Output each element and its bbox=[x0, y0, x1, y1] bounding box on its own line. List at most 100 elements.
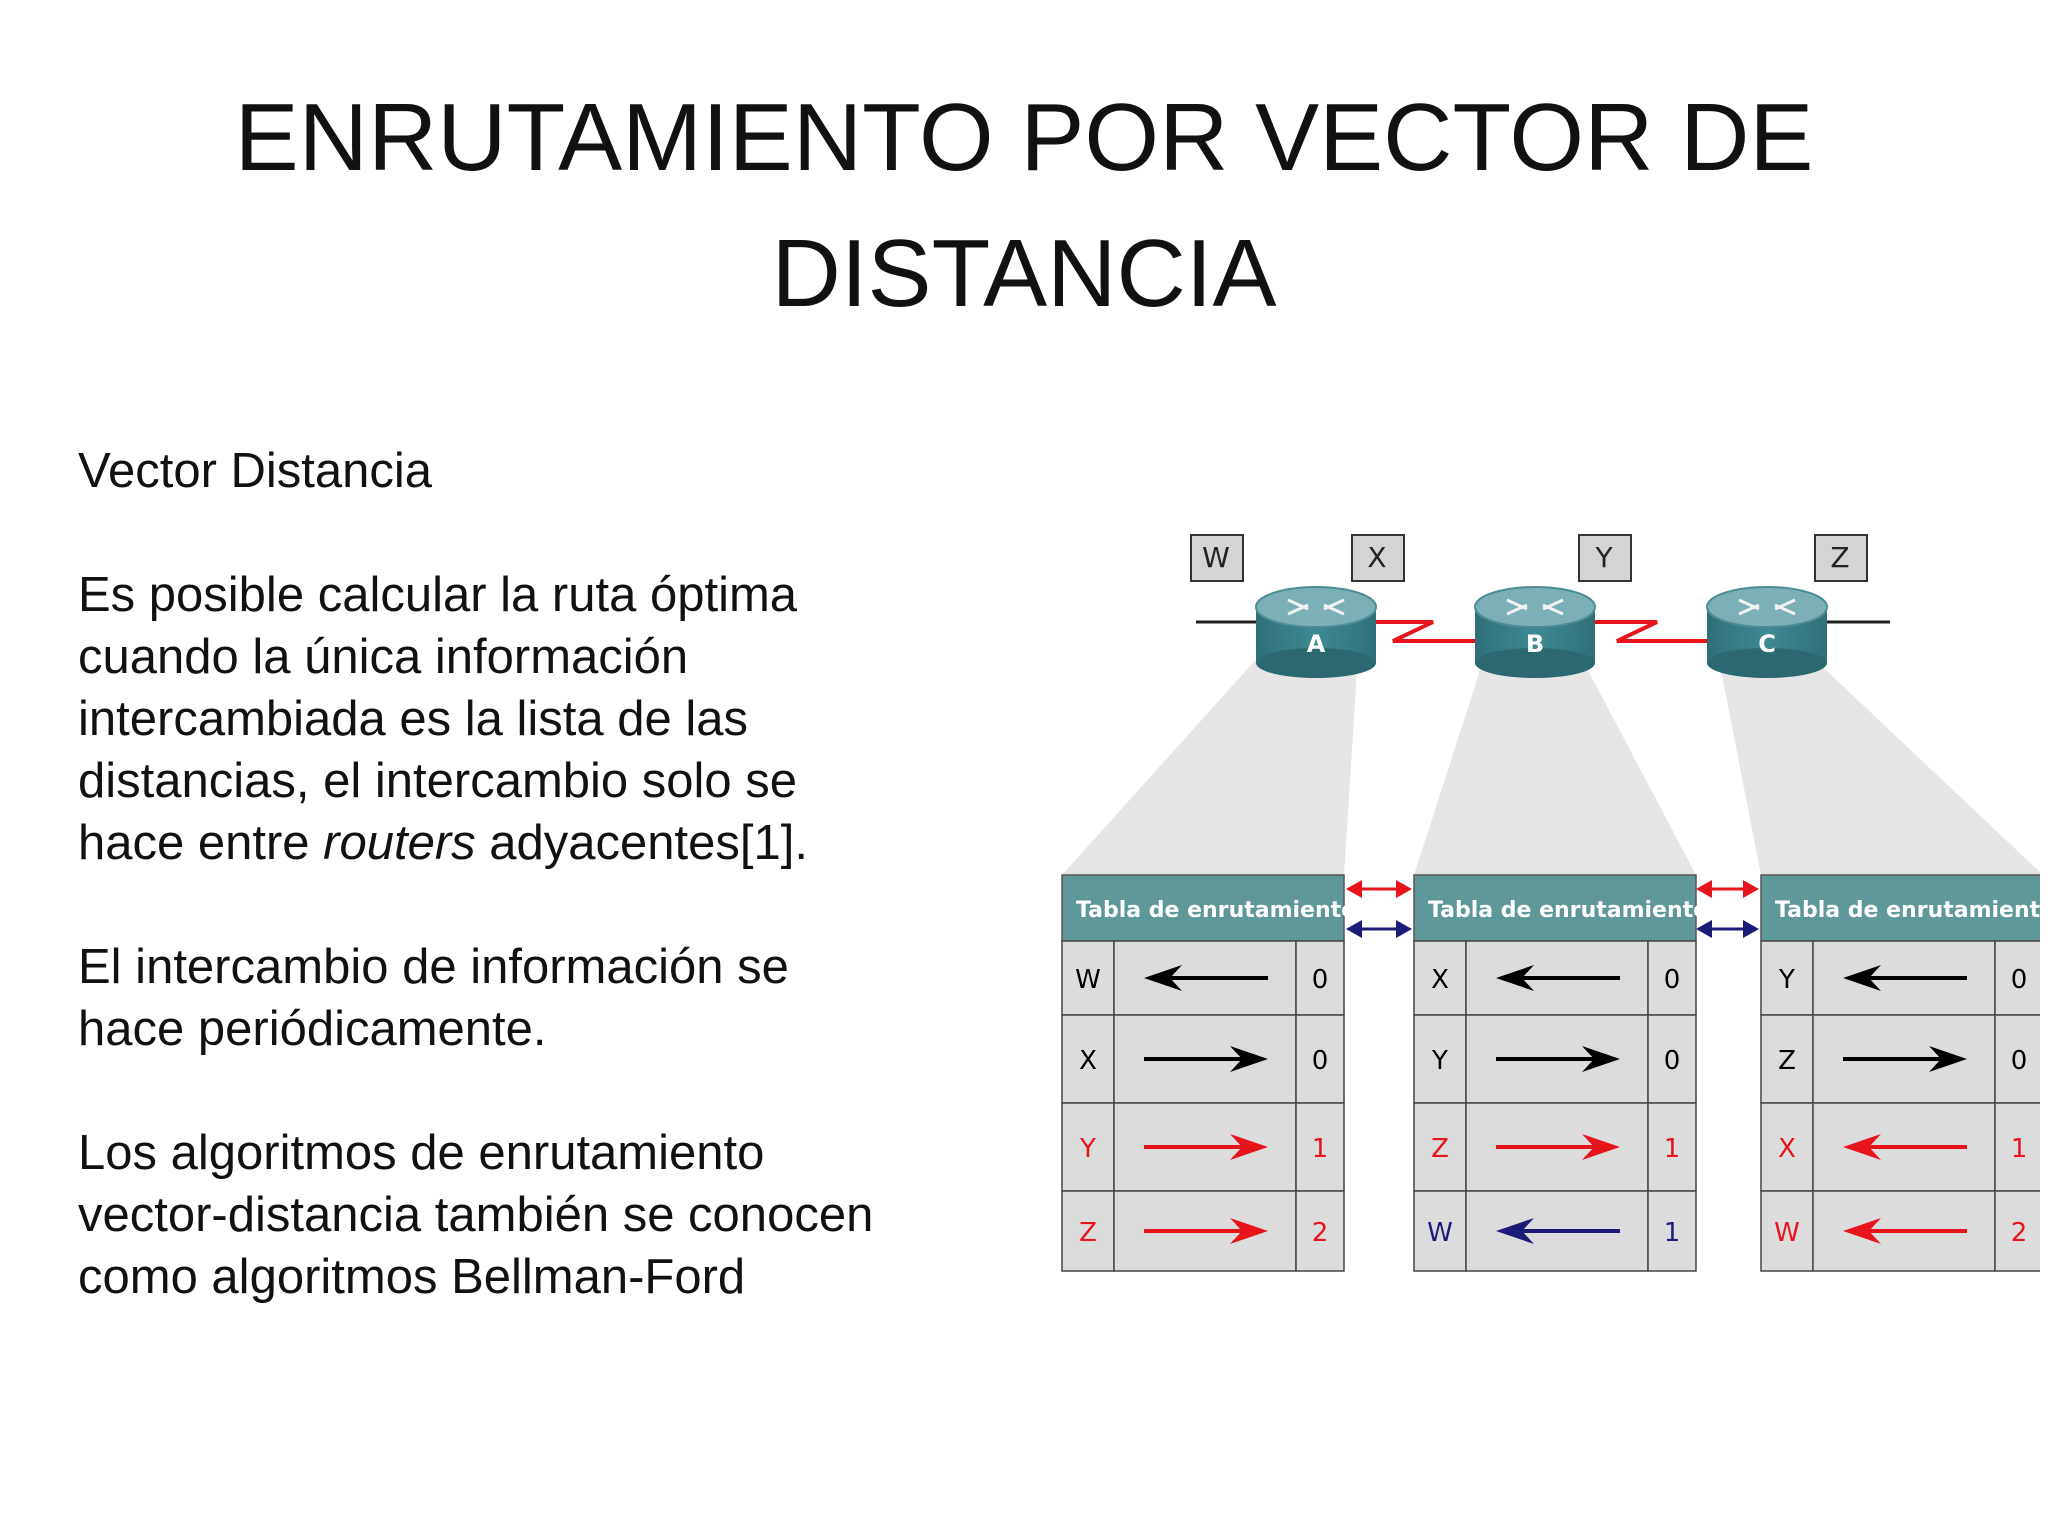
table-row-metric: 2 bbox=[1312, 1218, 1329, 1248]
section-heading: Vector Distancia bbox=[78, 444, 433, 498]
title-line-2: DISTANCIA bbox=[771, 220, 1277, 327]
table-row-network: X bbox=[1079, 1046, 1097, 1076]
table-cell-metric bbox=[1295, 1014, 1345, 1104]
arrow-left-icon bbox=[1144, 965, 1182, 991]
paragraph-1-line: distancias, el intercambio solo se bbox=[78, 754, 798, 808]
table-row-metric: 0 bbox=[1312, 1046, 1329, 1076]
table-row-metric: 1 bbox=[2011, 1134, 2028, 1164]
exchange-head bbox=[1696, 880, 1712, 898]
network-box-W bbox=[1190, 534, 1244, 582]
router-label-C: C bbox=[1758, 630, 1776, 658]
router-base bbox=[1256, 648, 1376, 678]
router-base bbox=[1475, 648, 1595, 678]
table-row-network: W bbox=[1075, 965, 1101, 995]
table-row-metric: 1 bbox=[1664, 1134, 1681, 1164]
table-cell-metric bbox=[1994, 940, 2040, 1016]
router-top bbox=[1255, 586, 1377, 628]
serial-link-ab bbox=[1360, 620, 1490, 643]
exchange-arrow-bc-red bbox=[1696, 880, 1759, 898]
exchange-head bbox=[1346, 880, 1362, 898]
table-cell-metric bbox=[1647, 940, 1697, 1016]
paragraph-1-italic: routers bbox=[323, 816, 476, 870]
exchange-head bbox=[1743, 920, 1759, 938]
table-row-network: Y bbox=[1431, 1046, 1448, 1076]
exchange-arrow-ab-red bbox=[1346, 880, 1412, 898]
table-row-metric: 0 bbox=[1664, 1046, 1681, 1076]
paragraph-3-line: Los algoritmos de enrutamiento bbox=[78, 1126, 765, 1180]
exchange-head bbox=[1346, 920, 1362, 938]
router-arrow bbox=[1323, 603, 1345, 616]
table-row-network: Z bbox=[1778, 1046, 1796, 1076]
table-header bbox=[1061, 874, 1345, 942]
paragraph-2: El intercambio de información se hace pe… bbox=[78, 936, 944, 1060]
arrow-left-icon bbox=[1496, 965, 1534, 991]
funnel-C bbox=[1718, 655, 2040, 875]
table-cell-net bbox=[1061, 1190, 1115, 1272]
arrow-right-icon bbox=[1582, 1046, 1620, 1072]
table-header bbox=[1413, 874, 1697, 942]
table-row-network: X bbox=[1778, 1134, 1796, 1164]
table-cell-metric bbox=[1647, 1014, 1697, 1104]
router-arrows-icon bbox=[1738, 598, 1796, 616]
exchange-arrow-bc-blue bbox=[1696, 920, 1759, 938]
table-row-metric: 0 bbox=[2011, 965, 2028, 995]
table-row-network: Y bbox=[1778, 965, 1795, 995]
paragraph-1-line: cuando la única información bbox=[78, 630, 689, 684]
router-A: A bbox=[1255, 586, 1377, 678]
table-cell-metric bbox=[1295, 1190, 1345, 1272]
table-row-network: Y bbox=[1079, 1134, 1096, 1164]
network-label-Y: Y bbox=[1594, 541, 1613, 574]
paragraph-3-line: como algoritmos Bellman-Ford bbox=[78, 1250, 746, 1304]
table-row-metric: 1 bbox=[1312, 1134, 1329, 1164]
paragraph-3: Los algoritmos de enrutamiento vector-di… bbox=[78, 1122, 944, 1308]
table-cell-net bbox=[1760, 1190, 1814, 1272]
table-row-network: X bbox=[1431, 965, 1449, 995]
router-label-B: B bbox=[1526, 630, 1544, 658]
network-box-Y bbox=[1578, 534, 1632, 582]
router-arrow bbox=[1506, 603, 1528, 616]
arrow-right-icon bbox=[1582, 1134, 1620, 1160]
paragraph-1-text: hace entre bbox=[78, 816, 324, 870]
router-arrow bbox=[1738, 603, 1760, 616]
table-row-network: W bbox=[1774, 1218, 1800, 1248]
router-C: C bbox=[1706, 586, 1828, 678]
table-cell-metric bbox=[1647, 1102, 1697, 1192]
table-row-metric: 1 bbox=[1664, 1218, 1681, 1248]
table-header-label: Tabla de enrutamiento bbox=[1428, 898, 1708, 923]
table-row-metric: 0 bbox=[2011, 1046, 2028, 1076]
network-box-Z bbox=[1814, 534, 1868, 582]
arrow-left-icon bbox=[1843, 1134, 1881, 1160]
table-header-label: Tabla de enrutamiento bbox=[1076, 898, 1356, 923]
exchange-head bbox=[1743, 880, 1759, 898]
exchange-arrow-ab-blue bbox=[1346, 920, 1412, 938]
router-arrow bbox=[1774, 603, 1796, 616]
funnel-B bbox=[1414, 655, 1696, 875]
table-row-network: W bbox=[1427, 1218, 1453, 1248]
table-header-label: Tabla de enrutamiento bbox=[1775, 898, 2040, 923]
table-cell-net bbox=[1413, 1102, 1467, 1192]
exchange-head bbox=[1696, 920, 1712, 938]
paragraph-1-line: Es posible calcular la ruta óptima bbox=[78, 568, 798, 622]
table-cell-net bbox=[1760, 1102, 1814, 1192]
funnel-A bbox=[1062, 655, 1358, 875]
router-arrows-icon bbox=[1506, 598, 1564, 616]
exchange-head bbox=[1396, 920, 1412, 938]
paragraph-1-last-line: hace entre routers adyacentes[1]. bbox=[78, 812, 944, 874]
router-arrow bbox=[1542, 603, 1564, 616]
table-cell-net bbox=[1413, 940, 1467, 1016]
slide-title: ENRUTAMIENTO POR VECTOR DE DISTANCIA bbox=[0, 70, 2048, 342]
paragraph-3-line: vector-distancia también se conocen bbox=[78, 1188, 874, 1242]
network-box-X bbox=[1351, 534, 1405, 582]
arrow-right-icon bbox=[1230, 1046, 1268, 1072]
